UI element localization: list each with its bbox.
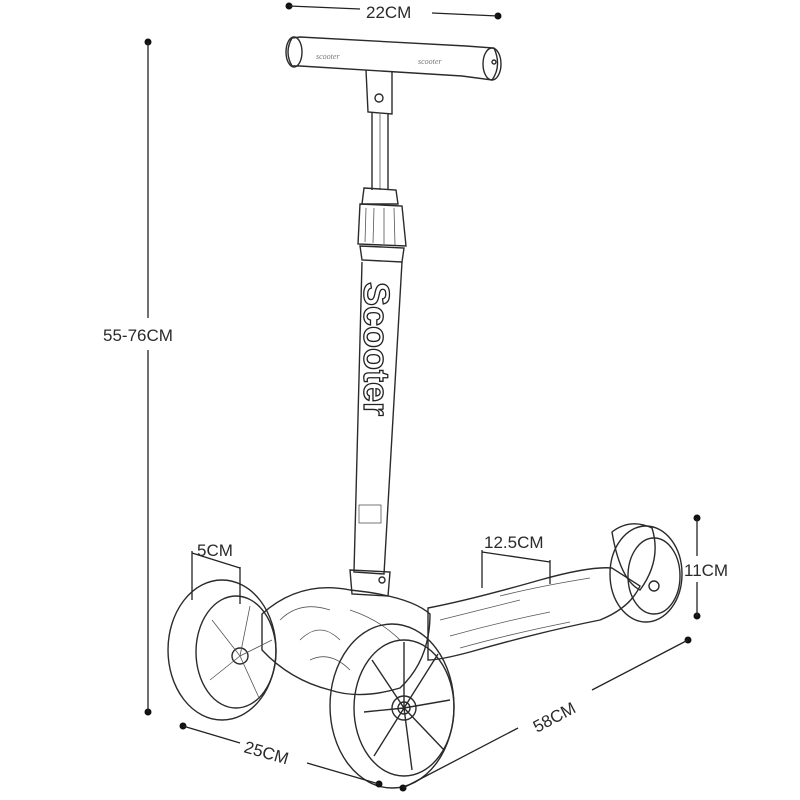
label-55-76cm: 55-76CM: [103, 326, 173, 345]
deck: [427, 567, 641, 661]
dimension-deck-width: 12.5CM: [481, 533, 551, 588]
label-11cm: 11CM: [684, 561, 728, 580]
dimension-rear-wheel-height: 11CM: [684, 514, 728, 620]
dimension-wheel-width: 5CM: [191, 541, 241, 604]
height-clamp: [357, 187, 407, 263]
label-25cm: 25CM: [242, 738, 291, 769]
dimension-handle-width: 22CM: [285, 2, 502, 22]
handlebar: scooter scooter: [285, 36, 502, 115]
front-right-wheel: [329, 623, 455, 789]
handle-brand-right: scooter: [418, 57, 442, 66]
stem-brand-text: Scooter: [356, 282, 397, 416]
handle-brand-left: scooter: [316, 52, 340, 61]
rear-wheel: [609, 523, 683, 623]
label-12-5cm: 12.5CM: [484, 533, 544, 552]
label-5cm: 5CM: [197, 541, 233, 560]
label-58cm: 58CM: [530, 698, 579, 736]
front-left-wheel: [167, 579, 277, 721]
label-22cm: 22CM: [366, 3, 411, 22]
front-body: [261, 587, 431, 696]
upper-stem: [371, 112, 389, 190]
dimension-front-track: 25CM: [179, 722, 383, 788]
lower-stem: Scooter: [349, 261, 403, 597]
dimension-height: 55-76CM: [103, 38, 173, 716]
